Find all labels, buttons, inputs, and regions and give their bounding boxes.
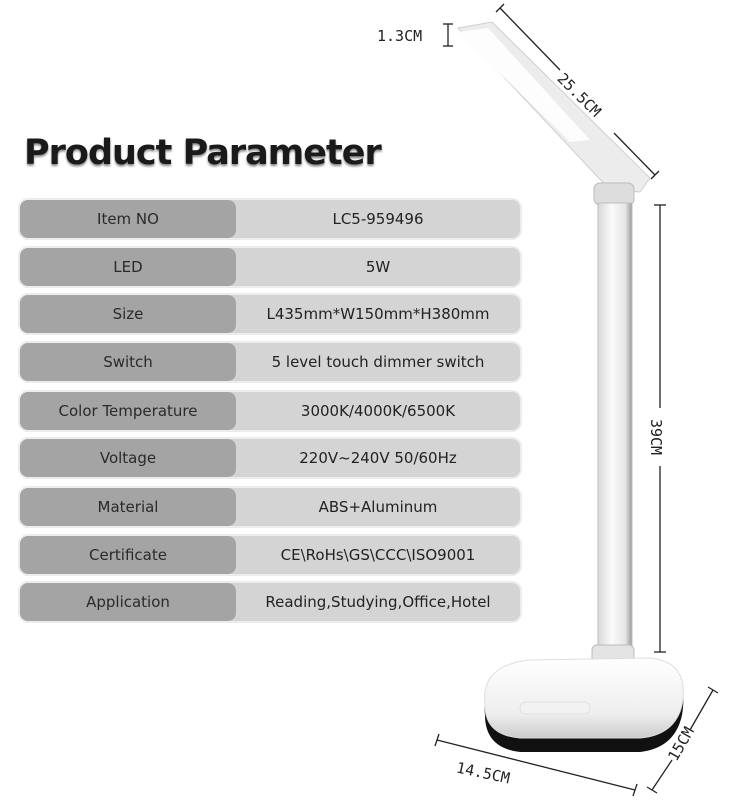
param-label: Certificate xyxy=(20,536,236,574)
table-row: Item NO LC5-959496 xyxy=(20,200,520,238)
table-row: Switch 5 level touch dimmer switch xyxy=(20,343,520,381)
param-value: LC5-959496 xyxy=(332,210,424,228)
param-label: Switch xyxy=(20,343,236,381)
lamp-base xyxy=(484,657,684,752)
param-value: 5W xyxy=(365,258,391,276)
table-row: Certificate CE\RoHs\GS\CCC\ISO9001 xyxy=(20,536,520,574)
param-value: 5 level touch dimmer switch xyxy=(271,353,485,371)
param-label: Application xyxy=(20,583,236,621)
dimension-lines xyxy=(434,3,719,797)
lamp-pole xyxy=(591,182,635,674)
param-value: L435mm*W150mm*H380mm xyxy=(266,305,490,323)
dimension-head-thickness: 1.3CM xyxy=(377,27,423,45)
table-row: Voltage 220V~240V 50/60Hz xyxy=(20,439,520,477)
table-row: Color Temperature 3000K/4000K/6500K xyxy=(20,392,520,430)
table-row: LED 5W xyxy=(20,248,520,286)
param-label: Color Temperature xyxy=(20,392,236,430)
param-label: Item NO xyxy=(20,200,236,238)
param-label: LED xyxy=(20,248,236,286)
param-value: 220V~240V 50/60Hz xyxy=(299,449,457,467)
table-row: Size L435mm*W150mm*H380mm xyxy=(20,295,520,333)
dimension-height: 39CM xyxy=(647,418,666,456)
lamp-head xyxy=(457,21,651,193)
param-label: Material xyxy=(20,488,236,526)
table-row: Material ABS+Aluminum xyxy=(20,488,520,526)
param-label: Voltage xyxy=(20,439,236,477)
param-value: CE\RoHs\GS\CCC\ISO9001 xyxy=(280,546,476,564)
param-value: 3000K/4000K/6500K xyxy=(300,402,456,420)
param-value: Reading,Studying,Office,Hotel xyxy=(265,593,491,611)
param-label: Size xyxy=(20,295,236,333)
page-title: Product Parameter xyxy=(24,133,382,173)
param-value: ABS+Aluminum xyxy=(318,498,438,516)
table-row: Application Reading,Studying,Office,Hotel xyxy=(20,583,520,621)
